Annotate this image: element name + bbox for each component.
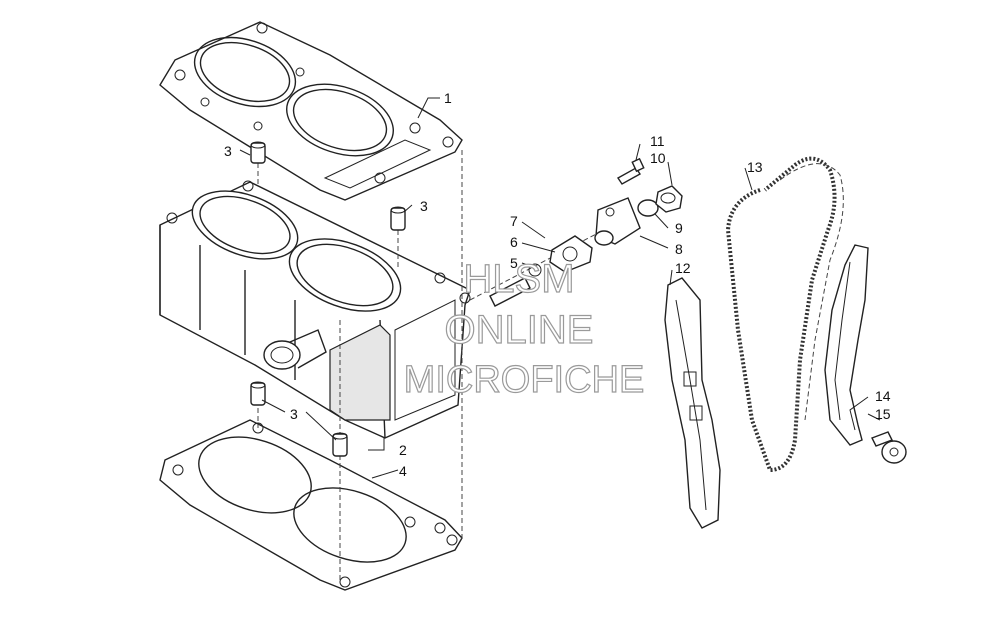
callout-12: 12: [675, 260, 691, 276]
part-12-chain-guide[interactable]: [664, 277, 721, 529]
callout-labels: 1 2 3 3 3 4 5 6 7 8 9 10 11 12 13 14 15: [224, 90, 891, 479]
part-5-tensioner-plunger[interactable]: [489, 263, 542, 307]
part-10-tensioner-cap-bolt[interactable]: [655, 185, 683, 213]
part-11-bolt[interactable]: [616, 157, 645, 185]
callout-11: 11: [650, 133, 665, 149]
callout-9: 9: [675, 220, 683, 236]
callout-13: 13: [747, 159, 763, 175]
callout-8: 8: [675, 241, 683, 257]
watermark: HLSM ONLINE MICROFICHE: [403, 256, 645, 401]
callout-1: 1: [444, 90, 452, 106]
watermark-line-3: MICROFICHE: [404, 359, 645, 401]
callout-4: 4: [399, 463, 407, 479]
callout-3-right: 3: [420, 198, 428, 214]
part-3-dowel-pin-right[interactable]: [390, 206, 406, 231]
watermark-line-1: HLSM: [463, 257, 574, 301]
callout-5: 5: [510, 255, 518, 271]
callout-14: 14: [875, 388, 891, 404]
part-3-dowel-pin-bottom-right[interactable]: [332, 432, 348, 457]
part-8-tensioner-body[interactable]: [594, 197, 641, 246]
watermark-line-2: ONLINE: [445, 308, 594, 352]
callout-3-top: 3: [224, 143, 232, 159]
callout-15: 15: [875, 406, 891, 422]
callout-7: 7: [510, 213, 518, 229]
part-2-cylinder-block[interactable]: [159, 178, 471, 439]
callout-3-bottom: 3: [290, 406, 298, 422]
part-9-o-ring[interactable]: [637, 199, 659, 217]
part-4-base-gasket[interactable]: [159, 419, 463, 591]
callout-2: 2: [399, 442, 407, 458]
leader-lines: [239, 97, 881, 479]
part-14-tensioner-guide[interactable]: [824, 244, 869, 446]
part-3-dowel-pin-top-left[interactable]: [250, 141, 266, 164]
part-15-guide-bolt[interactable]: [871, 431, 907, 464]
part-3-dowel-pin-bottom-left[interactable]: [250, 381, 266, 406]
part-1-head-gasket[interactable]: [159, 21, 463, 201]
callout-6: 6: [510, 234, 518, 250]
part-6-tensioner-gasket[interactable]: [549, 235, 593, 273]
callout-10: 10: [650, 150, 666, 166]
part-13-timing-chain[interactable]: [725, 156, 844, 473]
